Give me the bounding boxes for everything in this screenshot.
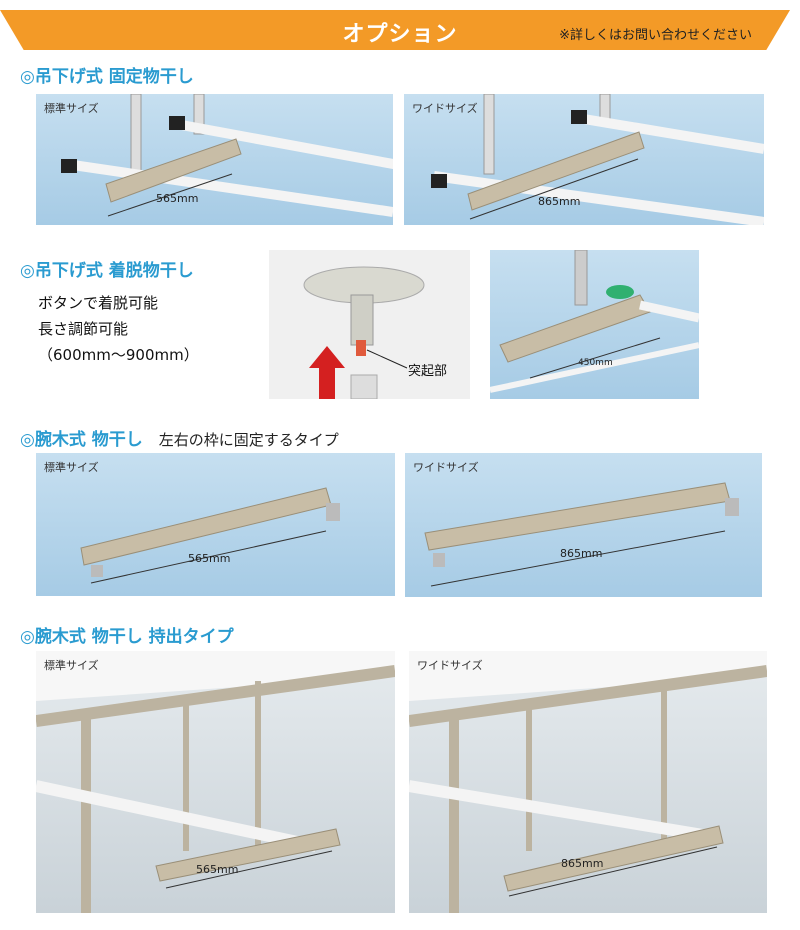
section-title-hanging-removable: ◎吊下げ式 着脱物干し (20, 261, 194, 281)
panel-arm-wide: ワイドサイズ 865mm (405, 453, 762, 597)
arm-extended-standard-illustration (36, 651, 395, 913)
feature-line: 長さ調節可能 (38, 320, 129, 338)
dimension-label: 565mm (196, 863, 239, 876)
removable-installed-photo: 450mm (490, 250, 699, 399)
section-title-text: ◎腕木式 物干し (20, 430, 143, 450)
panel-arm-extended-standard: 標準サイズ 565mm (36, 651, 395, 913)
hanging-fixed-standard-illustration (61, 94, 393, 217)
panel-hanging-fixed-wide: ワイドサイズ 865mm (404, 94, 764, 225)
section-title-hanging-fixed: ◎吊下げ式 固定物干し (20, 67, 194, 87)
size-label: 標準サイズ (44, 659, 99, 672)
dimension-label: 450mm (578, 358, 613, 368)
button-detail-photo (269, 250, 470, 399)
button-detail-illustration (303, 266, 425, 399)
banner-title: オプション (342, 22, 458, 47)
size-label: 標準サイズ (44, 102, 99, 115)
dimension-label: 565mm (156, 192, 199, 205)
panel-arm-standard: 標準サイズ 565mm (36, 453, 395, 596)
removable-installed-illustration (490, 250, 699, 393)
arm-extended-wide-illustration (409, 651, 767, 913)
banner-note: ※詳しくはお問い合わせください (559, 28, 752, 43)
feature-line: （600mm～900mm） (38, 346, 199, 364)
dimension-label: 865mm (561, 857, 604, 870)
size-label: 標準サイズ (44, 461, 99, 474)
options-banner: オプション ※詳しくはお問い合わせください (0, 10, 790, 50)
dimension-label: 565mm (188, 552, 231, 565)
removable-features: ボタンで着脱可能 長さ調節可能 （600mm～900mm） (38, 290, 199, 368)
panel-arm-extended-wide: ワイドサイズ 865mm (409, 651, 767, 913)
hanging-fixed-wide-illustration (431, 94, 764, 225)
size-label: ワイドサイズ (417, 659, 483, 672)
section-title-arm-extended: ◎腕木式 物干し 持出タイプ (20, 627, 234, 647)
size-label: ワイドサイズ (412, 102, 478, 115)
section-title-arm-type: ◎腕木式 物干し左右の枠に固定するタイプ (20, 425, 339, 450)
dimension-label: 865mm (560, 547, 603, 560)
arm-wide-illustration (424, 482, 739, 587)
section-subtitle: 左右の枠に固定するタイプ (158, 431, 339, 449)
panel-hanging-fixed-standard: 標準サイズ 565mm (36, 94, 393, 225)
arm-standard-illustration (80, 487, 340, 584)
protrusion-callout: 突起部 (408, 364, 448, 379)
size-label: ワイドサイズ (413, 461, 479, 474)
feature-line: ボタンで着脱可能 (38, 294, 159, 312)
banner-background (0, 10, 790, 50)
dimension-label: 865mm (538, 195, 581, 208)
